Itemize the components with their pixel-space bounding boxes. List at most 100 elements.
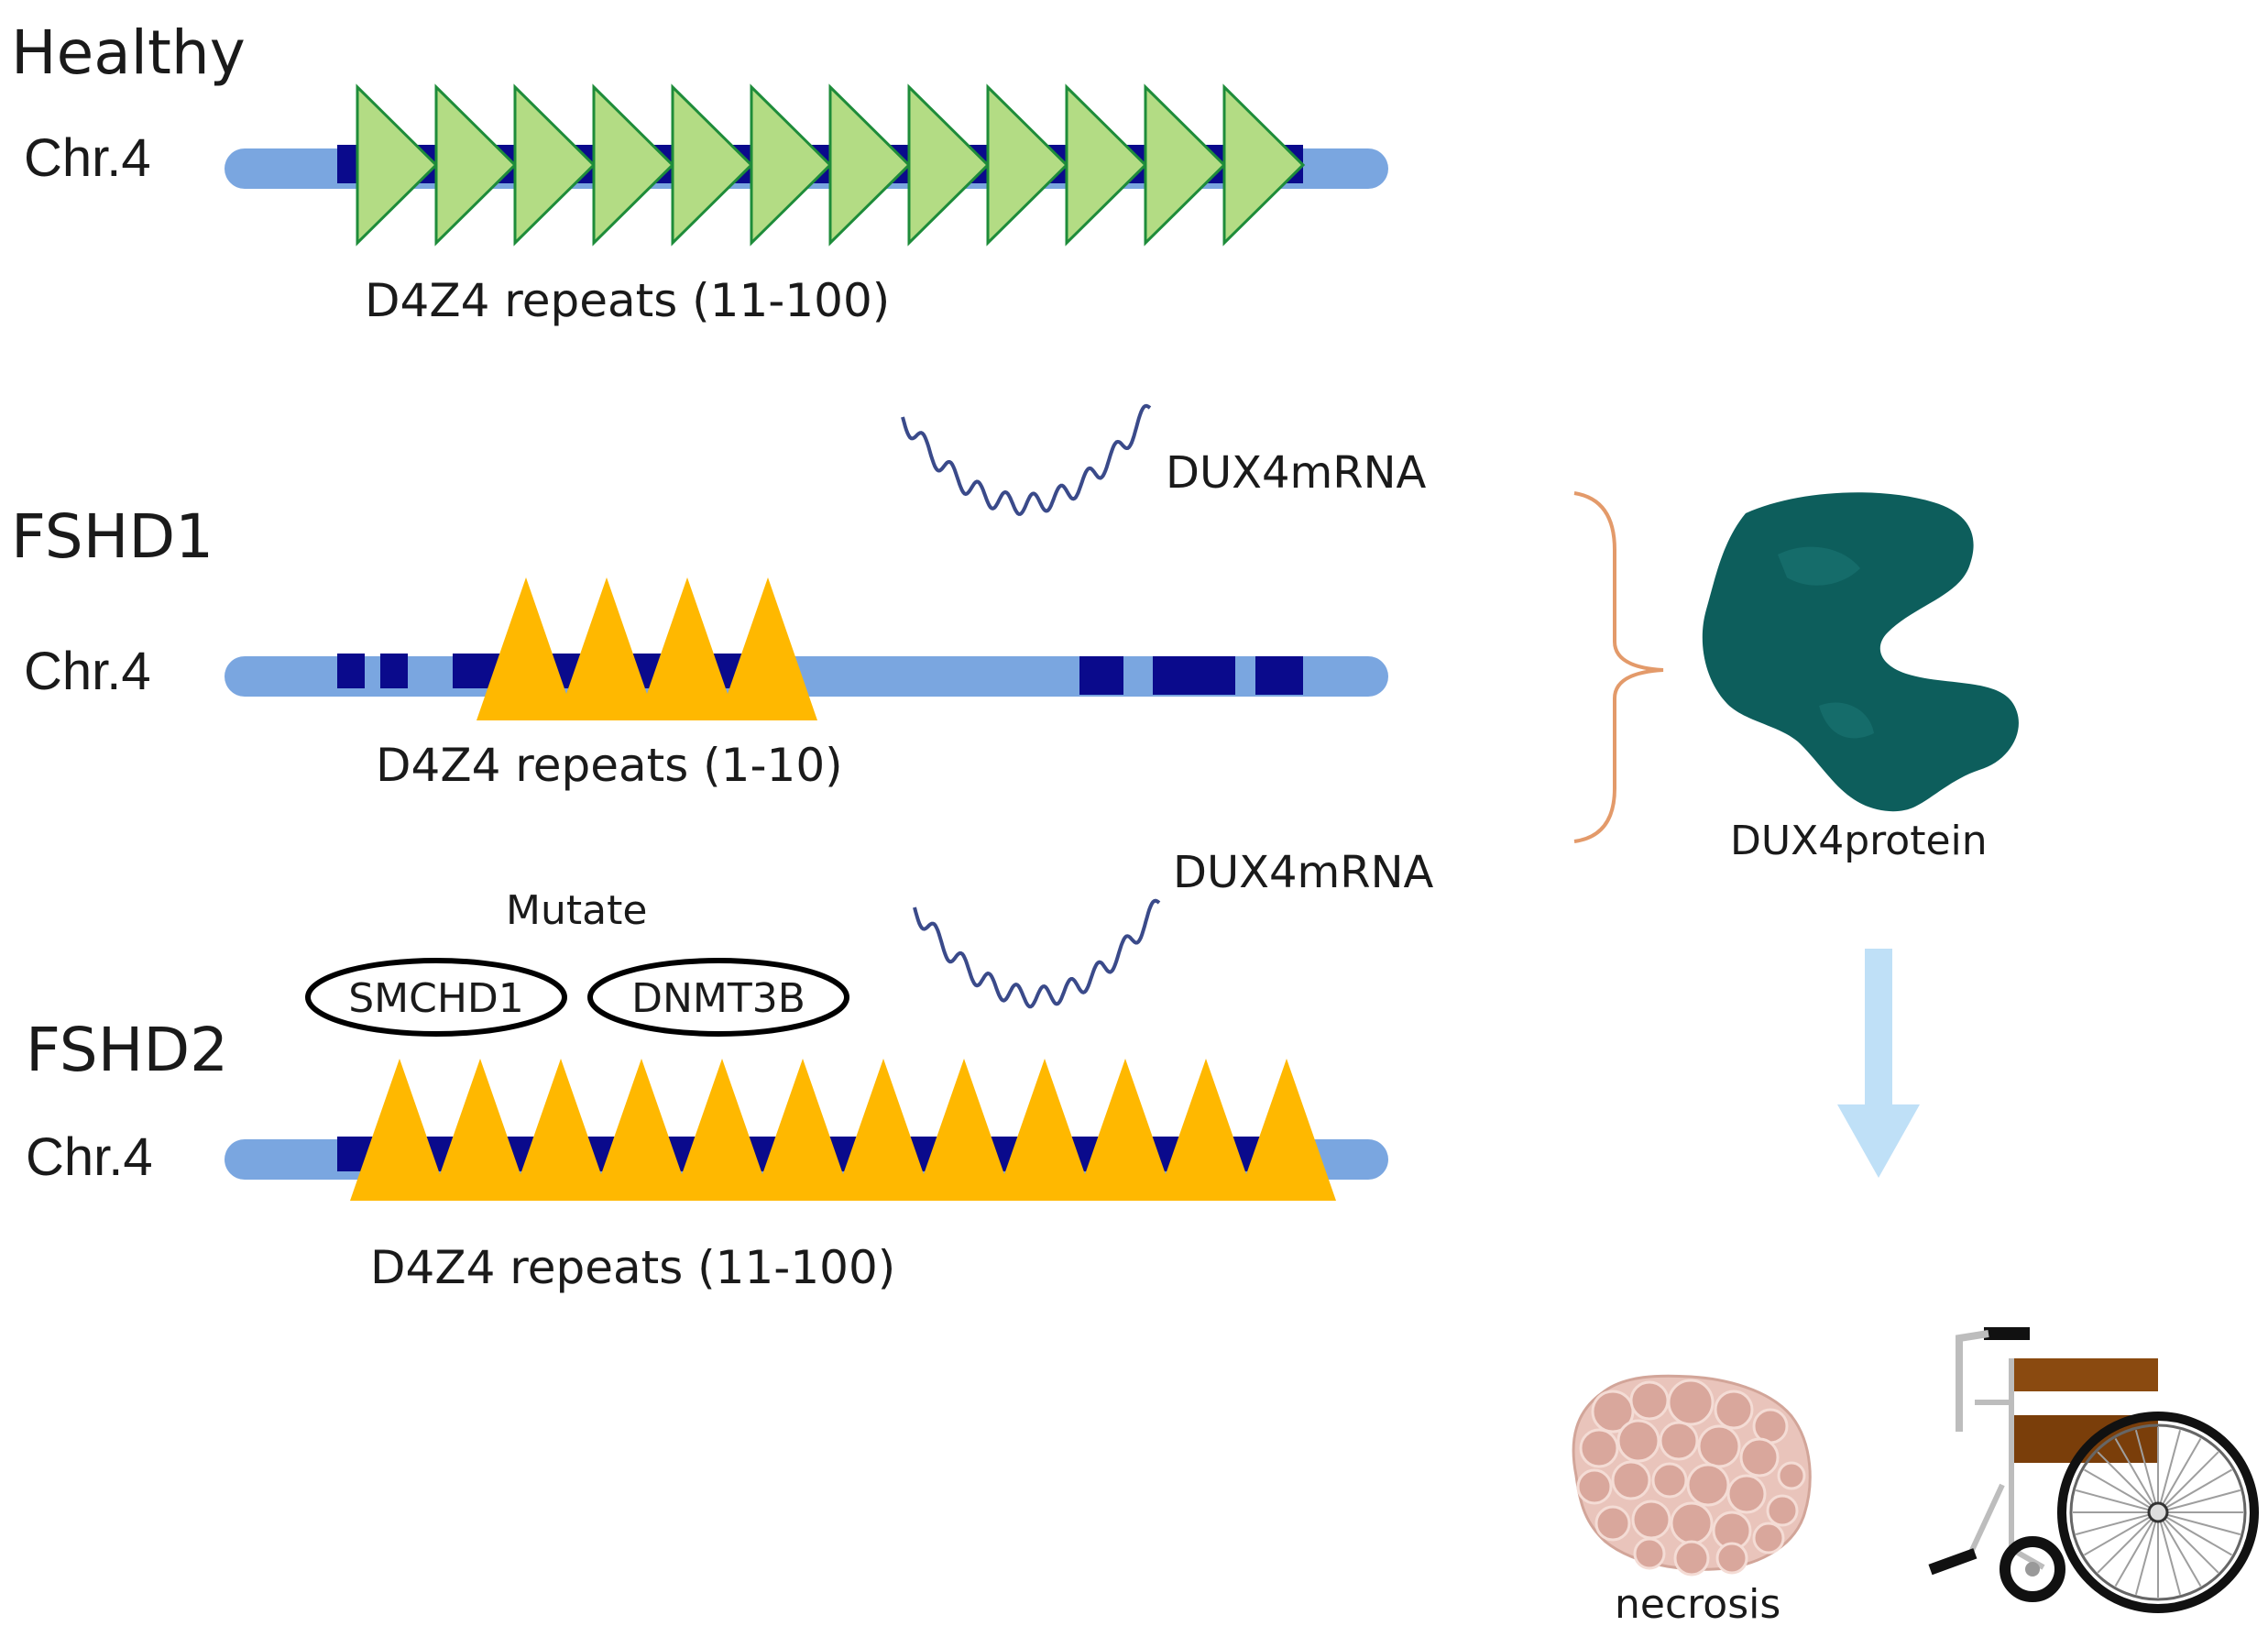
d4z4-repeat <box>350 1059 449 1201</box>
spoke <box>2097 1451 2159 1513</box>
spoke <box>2097 1511 2159 1574</box>
protein-shade <box>1819 702 1874 739</box>
tissue-cell <box>1715 1542 1748 1575</box>
spoke <box>2157 1489 2241 1513</box>
spoke <box>2083 1468 2159 1513</box>
d4z4-repeat <box>915 1059 1013 1201</box>
necrosis-label: necrosis <box>1615 1581 1780 1628</box>
fshd2-d4z4-repeats <box>350 1059 1336 1201</box>
d4z4-repeat <box>995 1059 1094 1201</box>
tissue-cell <box>1633 1537 1666 1570</box>
d4z4-repeat <box>753 1059 852 1201</box>
wheel-rim <box>2069 1423 2247 1601</box>
tissue-cell <box>1631 1500 1671 1540</box>
d4z4-repeat <box>431 1059 530 1201</box>
tissue-cell <box>1726 1474 1767 1514</box>
spoke <box>2134 1429 2159 1513</box>
d4z4-repeat <box>907 83 991 247</box>
tissue-cell <box>1651 1462 1688 1499</box>
mutated-genes: Mutate SMCHD1 DNMT3B <box>305 887 849 1037</box>
healthy-chromosome <box>225 83 1388 247</box>
muscle-tissue-icon: necrosis <box>1572 1374 1812 1628</box>
smchd1-gene-oval <box>305 958 567 1037</box>
chromosome-band <box>1255 656 1303 695</box>
d4z4-repeat <box>434 83 518 247</box>
dux4-mrna-2: DUX4mRNA <box>913 847 1434 1009</box>
frame <box>1975 1358 2014 1549</box>
spoke <box>2157 1451 2219 1513</box>
spoke <box>2114 1511 2159 1588</box>
spoke <box>2134 1511 2159 1596</box>
mrna-wave <box>913 898 1161 1009</box>
spoke <box>2157 1511 2241 1536</box>
mrna-label-2: DUX4mRNA <box>1173 847 1434 898</box>
healthy-row: Healthy Chr.4 D4Z4 repeats (11-100) <box>11 17 1388 327</box>
spoke <box>2075 1511 2159 1536</box>
hub <box>2147 1501 2169 1523</box>
tissue-cell <box>1739 1437 1780 1478</box>
mrna-label-1: DUX4mRNA <box>1166 447 1427 499</box>
d4z4-repeat <box>477 577 575 720</box>
spoke <box>2114 1437 2159 1513</box>
fshd1-chromosome <box>225 577 1388 720</box>
d4z4-repeat <box>1237 1059 1336 1201</box>
tissue-cell <box>1686 1463 1730 1507</box>
tissue-cell <box>1659 1421 1699 1461</box>
spoke <box>2157 1511 2219 1574</box>
tissue-cell <box>1591 1390 1635 1434</box>
handle <box>1984 1327 2030 1340</box>
d4z4-repeat <box>1156 1059 1255 1201</box>
d4z4-repeat <box>513 83 597 247</box>
fshd1-row: FSHD1 Chr.4 D4Z4 repeats (1-10) <box>11 501 1388 792</box>
healthy-title: Healthy <box>11 17 246 88</box>
small-wheel <box>2000 1536 2065 1602</box>
spoke <box>2157 1511 2202 1588</box>
d4z4-repeat <box>986 83 1069 247</box>
tissue-cell <box>1576 1468 1613 1505</box>
d4z4-repeat <box>557 577 656 720</box>
tissue-cell <box>1579 1428 1619 1468</box>
tissue-cell <box>1629 1380 1670 1421</box>
down-arrow-icon <box>1837 949 1920 1178</box>
mutate-label: Mutate <box>506 887 647 934</box>
fshd1-title: FSHD1 <box>11 501 214 572</box>
chromosome-band <box>1153 656 1235 695</box>
d4z4-repeat <box>673 1059 772 1201</box>
dux4-protein-icon: DUX4protein <box>1702 492 2019 864</box>
d4z4-repeat <box>718 577 817 720</box>
protein-shade <box>1778 546 1860 586</box>
d4z4-repeat <box>671 83 754 247</box>
dnmt3b-label: DNMT3B <box>631 975 805 1022</box>
wheelchair-icon <box>1928 1327 2259 1613</box>
dux4-mrna-1: DUX4mRNA <box>901 403 1427 516</box>
wheel-spokes <box>2073 1427 2243 1598</box>
d4z4-repeat <box>356 83 439 247</box>
tissue-cell <box>1714 1390 1754 1430</box>
healthy-chromosome-label: Chr.4 <box>24 128 151 188</box>
d4z4-repeat <box>1222 83 1306 247</box>
spoke <box>2157 1511 2182 1596</box>
spoke <box>2157 1437 2202 1513</box>
spoke <box>2157 1429 2182 1513</box>
tissue-cell <box>1670 1501 1714 1545</box>
d4z4-repeat <box>592 1059 691 1201</box>
tissue-cell <box>1673 1540 1710 1577</box>
chromosome-band <box>1079 656 1123 695</box>
fshd2-row: FSHD2 Chr.4 D4Z4 repeats (11-100) <box>26 1015 1388 1294</box>
chromosome-band <box>380 654 408 688</box>
tissue-cell <box>1766 1494 1799 1527</box>
smchd1-label: SMCHD1 <box>348 975 524 1022</box>
d4z4-repeat <box>1065 83 1148 247</box>
spoke <box>2075 1489 2159 1513</box>
healthy-d4z4-repeats <box>356 83 1306 247</box>
tissue-cell <box>1611 1460 1651 1500</box>
tissue-cell <box>1752 1522 1785 1555</box>
healthy-repeats-label: D4Z4 repeats (11-100) <box>365 274 890 327</box>
frame <box>1956 1330 1989 1432</box>
d4z4-repeat <box>828 83 912 247</box>
spoke <box>2157 1511 2233 1556</box>
chromosome-band <box>337 654 365 688</box>
fshd2-chromosome-label: Chr.4 <box>26 1127 153 1187</box>
protein-shape <box>1702 492 2019 812</box>
